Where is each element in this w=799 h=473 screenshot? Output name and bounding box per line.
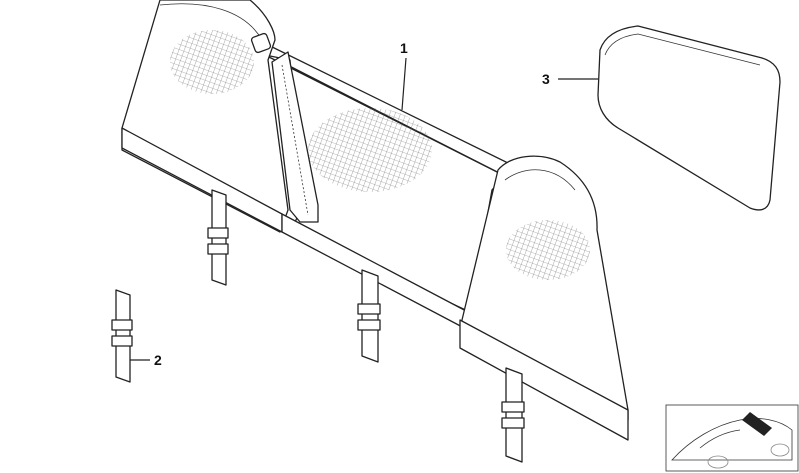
zipper-post [271,51,319,223]
highlighted-deflector-location [742,412,772,436]
right-mesh-texture [506,220,590,280]
zipper-pull [250,32,272,54]
right-base-strip [459,319,629,441]
right-hoop [461,155,629,421]
storage-bag-part [597,25,781,211]
center-mesh-texture [308,108,432,192]
left-hoop-inner-edge [159,3,263,41]
left-mesh-texture [170,30,254,94]
callout-2-label: 2 [154,352,162,368]
mounting-clip-part-2 [111,289,133,383]
clip-center [357,269,381,363]
wind-deflector-part [121,0,629,441]
vehicle-location-thumbnail [665,404,799,472]
clip-left-upper [207,189,229,286]
clip-right [501,367,525,463]
callout-1-label: 1 [400,40,408,56]
right-hoop-inner-edge [504,169,576,191]
callout-1-leader [401,57,407,111]
zipper-teeth [281,64,309,216]
callout-3-label: 3 [542,71,550,87]
